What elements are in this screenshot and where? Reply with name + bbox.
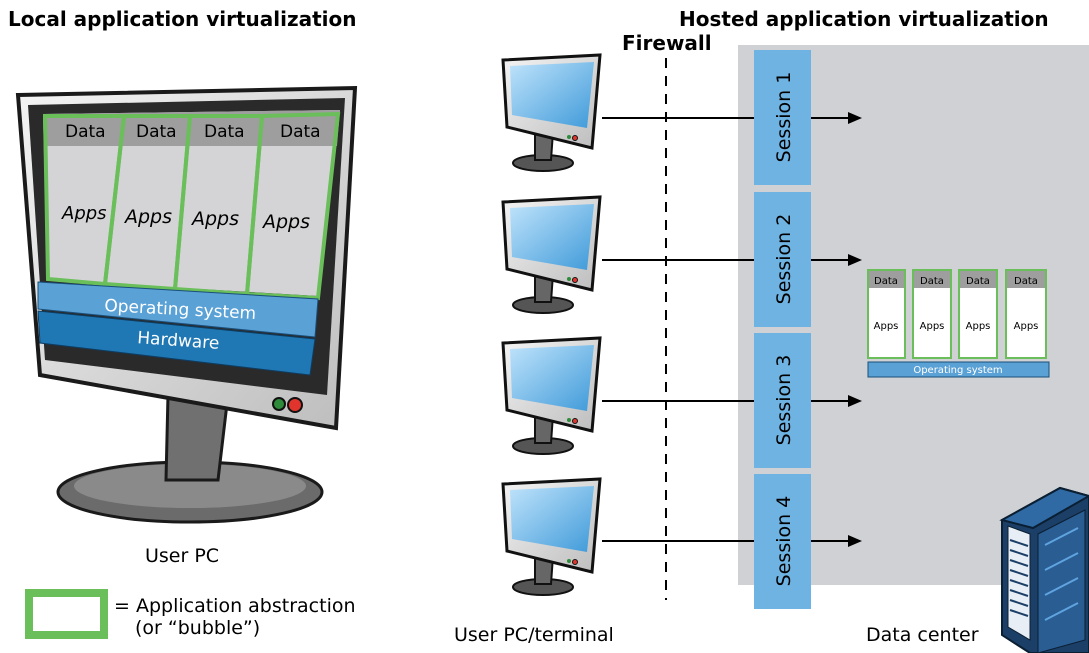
small-apps-label: Apps <box>874 321 899 332</box>
terminal-monitor <box>501 53 602 172</box>
legend-text-line1: = Application abstraction <box>114 595 356 617</box>
session-box <box>754 192 811 327</box>
session-arrows <box>811 112 862 547</box>
data-label: Data <box>136 122 177 142</box>
small-data-label: Data <box>874 276 898 287</box>
bubble-legend-swatch <box>25 589 108 639</box>
apps-label: Apps <box>123 206 172 228</box>
legend-text-line2: (or “bubble”) <box>135 617 260 639</box>
arrow-head <box>848 254 862 266</box>
arrow-head <box>848 112 862 124</box>
power-button-red <box>287 397 303 413</box>
power-led-green <box>272 397 286 411</box>
session-label: Session 2 <box>773 214 795 305</box>
session-label: Session 3 <box>773 355 795 446</box>
session-box <box>754 333 811 468</box>
small-apps-label: Apps <box>1014 321 1039 332</box>
user-terminal-label: User PC/terminal <box>454 624 614 646</box>
big-monitor: Data Data Data Data Apps Apps Apps Apps … <box>15 85 358 524</box>
right-title: Hosted application virtualization <box>679 7 1049 31</box>
session-label: Session 4 <box>773 496 795 587</box>
os-bar <box>37 281 319 338</box>
bubble-4 <box>244 111 341 301</box>
apps-label: Apps <box>61 203 107 224</box>
terminal-monitor <box>501 195 602 314</box>
data-label: Data <box>280 122 321 142</box>
server-rack-icon <box>999 486 1089 653</box>
arrow-head <box>848 535 862 547</box>
hosted-app-stack: Data Data Data Data Apps Apps Apps Apps … <box>867 269 1050 378</box>
connection-lines <box>602 117 754 542</box>
small-data-label: Data <box>1014 276 1038 287</box>
small-os-label: Operating system <box>913 365 1002 376</box>
terminal-monitor <box>501 336 602 455</box>
data-center-label: Data center <box>866 624 979 646</box>
small-apps-label: Apps <box>920 321 945 332</box>
small-apps-label: Apps <box>966 321 991 332</box>
small-data-label: Data <box>966 276 990 287</box>
user-pc-label: User PC <box>145 545 219 567</box>
small-os-bar <box>867 361 1050 378</box>
small-data-label: Data <box>920 276 944 287</box>
session-box <box>754 474 811 609</box>
arrow-head <box>848 395 862 407</box>
terminal-monitor <box>501 477 602 596</box>
firewall-label: Firewall <box>622 31 712 55</box>
apps-label: Apps <box>261 211 310 233</box>
session-label: Session 1 <box>773 72 795 163</box>
session-box <box>754 50 811 185</box>
data-label: Data <box>65 122 106 142</box>
big-monitor-contents: Data Data Data Data Apps Apps Apps Apps … <box>37 110 341 376</box>
apps-label: Apps <box>190 208 239 230</box>
data-label: Data <box>204 122 245 142</box>
sessions: Session 1 Session 2 Session 3 Session 4 <box>754 50 811 609</box>
hardware-bar <box>37 310 316 376</box>
left-title: Local application virtualization <box>8 7 357 31</box>
